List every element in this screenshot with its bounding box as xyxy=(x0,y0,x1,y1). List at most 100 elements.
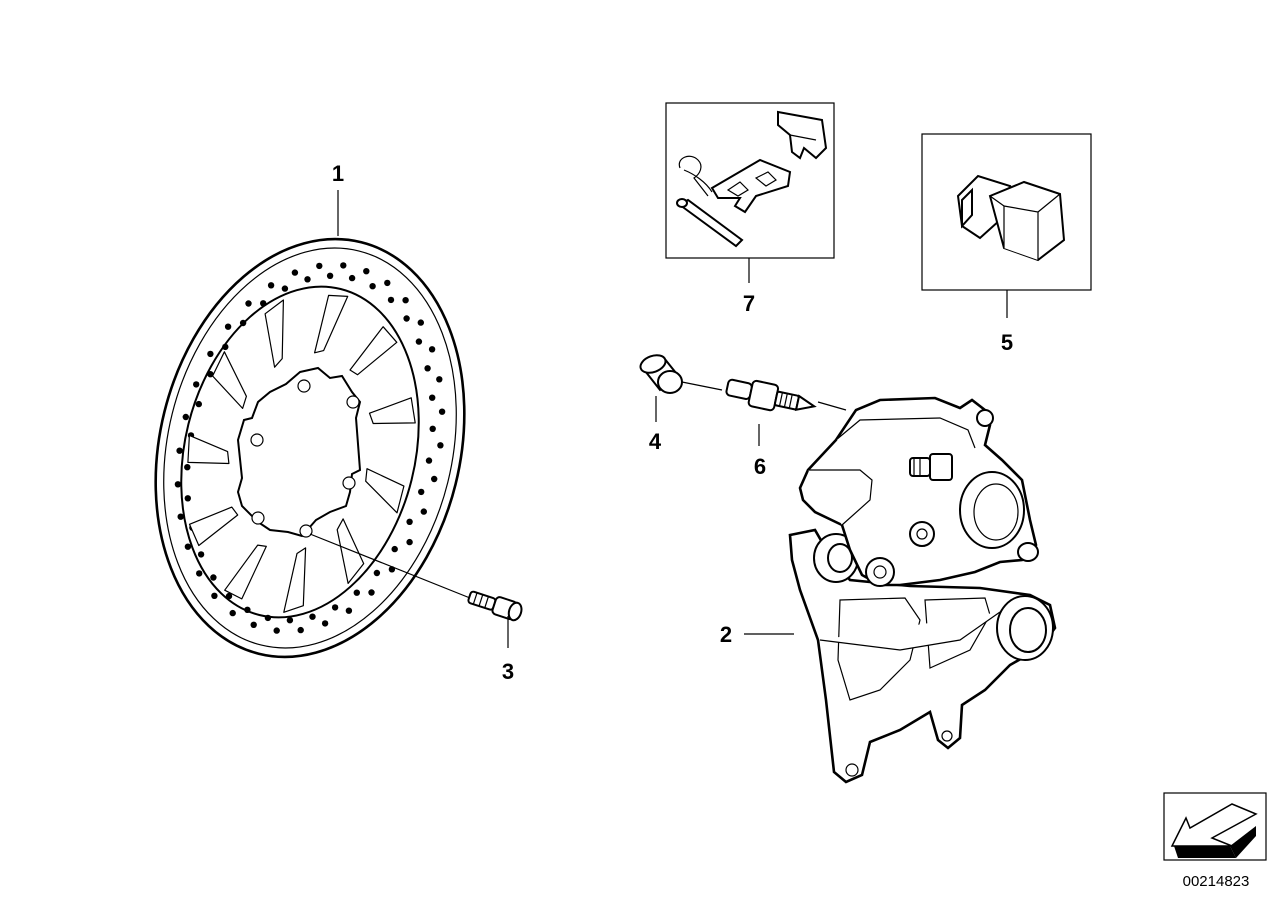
drill-hole xyxy=(436,376,443,383)
callout-6[interactable]: 6 xyxy=(754,454,766,479)
carrier-arm-edge xyxy=(819,611,1001,651)
drill-hole xyxy=(195,400,202,408)
cooling-slot xyxy=(283,547,307,613)
cooling-slot xyxy=(314,294,349,354)
cooling-slot xyxy=(212,351,247,409)
disc-drill-holes xyxy=(174,262,446,634)
drill-hole xyxy=(345,607,353,614)
drill-hole xyxy=(387,296,395,304)
brake-caliper-icon[interactable] xyxy=(788,396,1057,784)
drill-hole xyxy=(348,274,356,282)
drill-hole xyxy=(373,569,381,577)
drill-hole xyxy=(184,543,192,550)
drill-hole xyxy=(326,272,334,279)
drill-hole xyxy=(316,262,323,270)
cooling-slot xyxy=(264,299,284,368)
drill-hole xyxy=(182,413,189,421)
drill-hole xyxy=(309,613,316,620)
drill-hole xyxy=(420,508,427,515)
drill-hole xyxy=(286,617,294,624)
pin-kit-box xyxy=(665,102,835,259)
callout-1[interactable]: 1 xyxy=(332,161,344,186)
drill-hole xyxy=(273,627,280,634)
drill-hole xyxy=(267,282,275,289)
drill-hole xyxy=(429,425,436,432)
callout-2[interactable]: 2 xyxy=(720,622,732,647)
drill-hole xyxy=(368,589,375,596)
drill-hole xyxy=(406,518,413,525)
drill-hole xyxy=(193,381,200,388)
caliper-carrier xyxy=(788,528,1057,784)
drill-hole xyxy=(391,545,398,553)
disc-bolt-icon[interactable] xyxy=(467,588,524,622)
disc-cooling-slots xyxy=(187,294,416,613)
brake-disc-icon[interactable] xyxy=(113,206,507,690)
disc-hub-bolt-holes xyxy=(250,379,360,538)
drill-hole xyxy=(369,283,376,290)
drill-hole xyxy=(229,609,236,617)
drill-hole xyxy=(291,269,299,276)
drill-hole xyxy=(425,457,433,464)
drill-hole xyxy=(418,488,425,496)
drill-hole xyxy=(207,371,214,378)
drill-hole xyxy=(225,592,233,600)
leader-lines xyxy=(337,190,1008,648)
drill-hole xyxy=(250,621,257,628)
drill-hole xyxy=(353,589,360,596)
drill-hole xyxy=(239,319,247,327)
drill-hole xyxy=(297,626,304,634)
drill-hole xyxy=(222,343,229,351)
drill-hole xyxy=(245,300,252,307)
drill-hole xyxy=(211,592,218,599)
carrier-window xyxy=(837,597,921,701)
drill-hole xyxy=(196,570,203,577)
drill-hole xyxy=(177,513,184,520)
drill-hole xyxy=(340,262,347,269)
drill-hole xyxy=(403,315,410,322)
callout-5[interactable]: 5 xyxy=(1001,330,1013,355)
drill-hole xyxy=(174,481,182,488)
drill-hole xyxy=(176,447,183,454)
drill-hole xyxy=(197,551,205,558)
callout-4[interactable]: 4 xyxy=(649,429,662,454)
drill-hole xyxy=(437,442,444,449)
drill-hole xyxy=(402,297,409,304)
drill-hole xyxy=(224,323,232,330)
drill-hole xyxy=(321,620,329,627)
drill-hole xyxy=(417,319,424,326)
cooling-slot xyxy=(224,544,267,600)
drill-hole xyxy=(304,276,311,283)
drill-hole xyxy=(429,394,436,401)
drill-hole xyxy=(406,538,413,546)
bleed-cap-icon[interactable] xyxy=(638,352,683,394)
pin-kit-icon[interactable] xyxy=(676,110,828,248)
drill-hole xyxy=(384,279,391,287)
arrow-orientation-icon xyxy=(1170,803,1258,858)
drill-hole xyxy=(331,604,339,611)
orientation-box xyxy=(1163,792,1267,861)
drill-hole xyxy=(281,285,289,292)
drill-hole xyxy=(184,495,191,502)
callout-3[interactable]: 3 xyxy=(502,659,514,684)
cooling-slot xyxy=(187,434,230,465)
drill-hole xyxy=(428,346,436,353)
drill-hole xyxy=(415,338,423,345)
brake-pads-icon[interactable] xyxy=(956,174,1066,262)
drill-hole xyxy=(210,574,217,581)
drill-hole xyxy=(264,614,272,622)
reference-number: 00214823 xyxy=(1183,873,1250,890)
drill-hole xyxy=(207,350,214,358)
bleed-screw-icon[interactable] xyxy=(724,375,817,419)
cooling-slot xyxy=(188,506,239,547)
cooling-slot xyxy=(349,326,398,376)
cooling-slot xyxy=(368,397,416,425)
drill-hole xyxy=(363,268,370,275)
drill-hole xyxy=(184,464,191,471)
cooling-slot xyxy=(365,468,405,514)
cooling-slot xyxy=(336,518,365,585)
drill-hole xyxy=(438,408,446,415)
drill-hole xyxy=(431,475,438,483)
callout-7[interactable]: 7 xyxy=(743,291,755,316)
drill-hole xyxy=(260,300,267,307)
